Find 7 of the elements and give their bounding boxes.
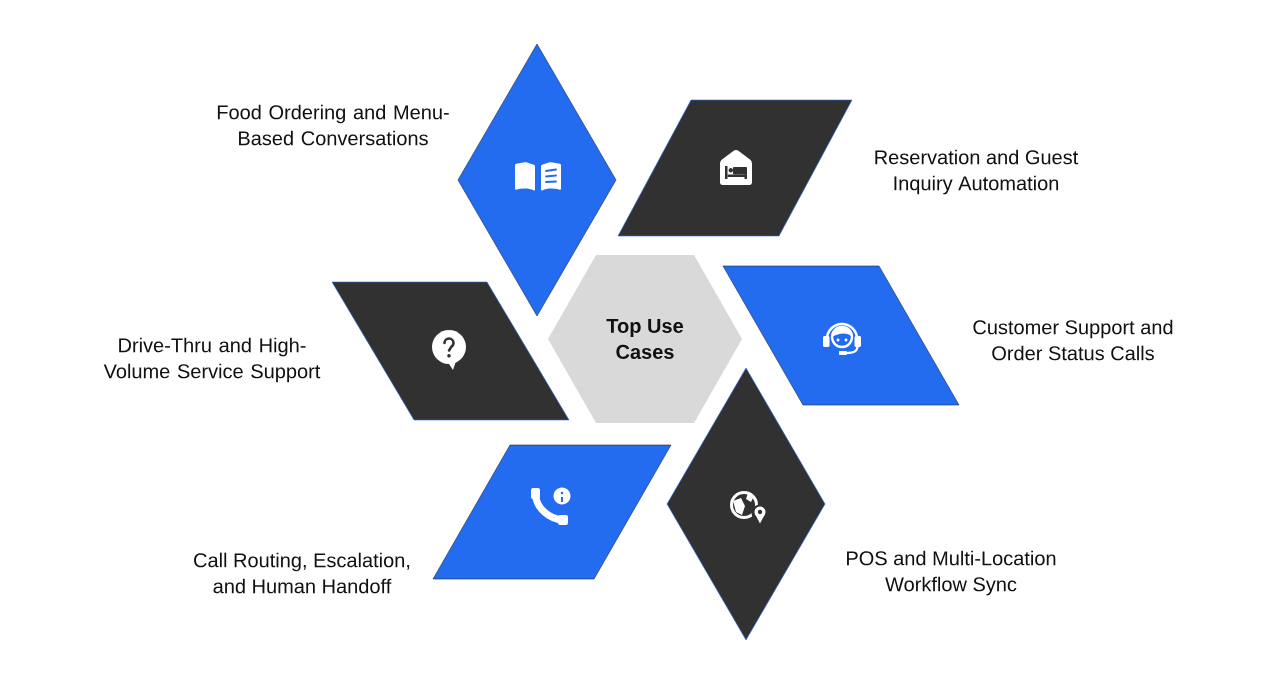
node-label: Customer Support and Order Status Calls	[973, 319, 1173, 361]
hexagon: Top Use Cases	[548, 255, 742, 423]
node-label: Call Routing, Escalation, and Human Handoff	[194, 552, 410, 594]
node-label: Reservation and Guest Inquiry Automation	[875, 149, 1079, 195]
node-label: Food Ordering and Menu-Based Conversations	[217, 104, 449, 146]
node-label: POS and Multi-Location Workflow Sync	[847, 550, 1056, 596]
node-label: Drive-Thru and High-Volume Service Support	[103, 337, 321, 383]
